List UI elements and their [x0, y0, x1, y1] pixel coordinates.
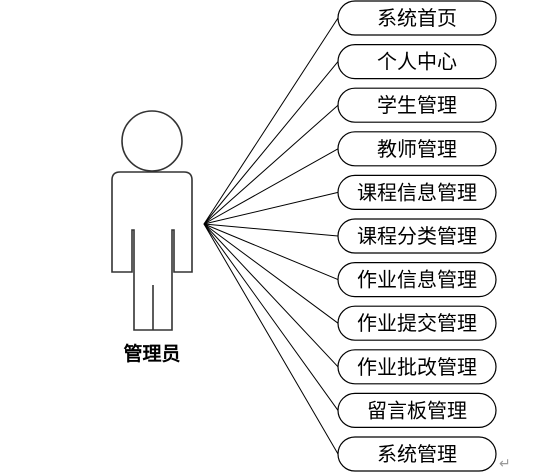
- use-case-label: 作业信息管理: [357, 268, 477, 292]
- use-case-label: 个人中心: [377, 50, 457, 74]
- use-case-label: 系统首页: [377, 6, 457, 30]
- use-case-node: 课程信息管理: [337, 174, 497, 210]
- use-case-label: 课程信息管理: [357, 180, 477, 204]
- association-line: [203, 148, 339, 225]
- use-case-node: 系统首页: [337, 0, 497, 36]
- association-line: [203, 223, 339, 237]
- use-case-box: [337, 349, 497, 385]
- association-line: [203, 104, 339, 225]
- association-line: [203, 223, 339, 455]
- use-case-list: 系统首页个人中心学生管理教师管理课程信息管理课程分类管理作业信息管理作业提交管理…: [337, 0, 497, 472]
- association-lines: [203, 17, 339, 455]
- use-case-node: 课程分类管理: [337, 218, 497, 254]
- actor-label: 管理员: [123, 342, 180, 365]
- association-line: [203, 223, 339, 324]
- association-line: [203, 17, 339, 225]
- use-case-label: 学生管理: [377, 93, 457, 117]
- use-case-box: [337, 262, 497, 298]
- use-case-box: [337, 131, 497, 167]
- use-case-node: 系统管理: [337, 436, 497, 472]
- association-line: [203, 223, 339, 281]
- use-case-box: [337, 0, 497, 36]
- association-line: [203, 223, 339, 368]
- association-line: [203, 191, 339, 225]
- use-case-node: 留言板管理: [337, 392, 497, 428]
- use-case-box: [337, 436, 497, 472]
- association-line: [203, 61, 339, 225]
- use-case-node: 作业批改管理: [337, 349, 497, 385]
- use-case-node: 教师管理: [337, 131, 497, 167]
- actor-figure: 管理员: [111, 110, 193, 365]
- use-case-label: 作业批改管理: [357, 355, 477, 379]
- use-case-box: [337, 87, 497, 123]
- use-case-label: 教师管理: [377, 137, 457, 161]
- use-case-label: 作业提交管理: [357, 311, 477, 335]
- paragraph-mark-icon: ↵: [499, 456, 511, 472]
- use-case-node: 学生管理: [337, 87, 497, 123]
- use-case-label: 课程分类管理: [357, 224, 477, 248]
- use-case-node: 作业提交管理: [337, 305, 497, 341]
- use-case-box: [337, 305, 497, 341]
- use-case-node: 作业信息管理: [337, 262, 497, 298]
- association-line: [203, 223, 339, 411]
- use-case-box: [337, 392, 497, 428]
- actor-body: [111, 171, 193, 331]
- use-case-label: 系统管理: [377, 442, 457, 466]
- use-case-box: [337, 174, 497, 210]
- use-case-box: [337, 218, 497, 254]
- use-case-node: 个人中心: [337, 43, 497, 80]
- actor-head: [121, 110, 183, 172]
- use-case-label: 留言板管理: [367, 398, 467, 422]
- use-case-box: [337, 43, 497, 80]
